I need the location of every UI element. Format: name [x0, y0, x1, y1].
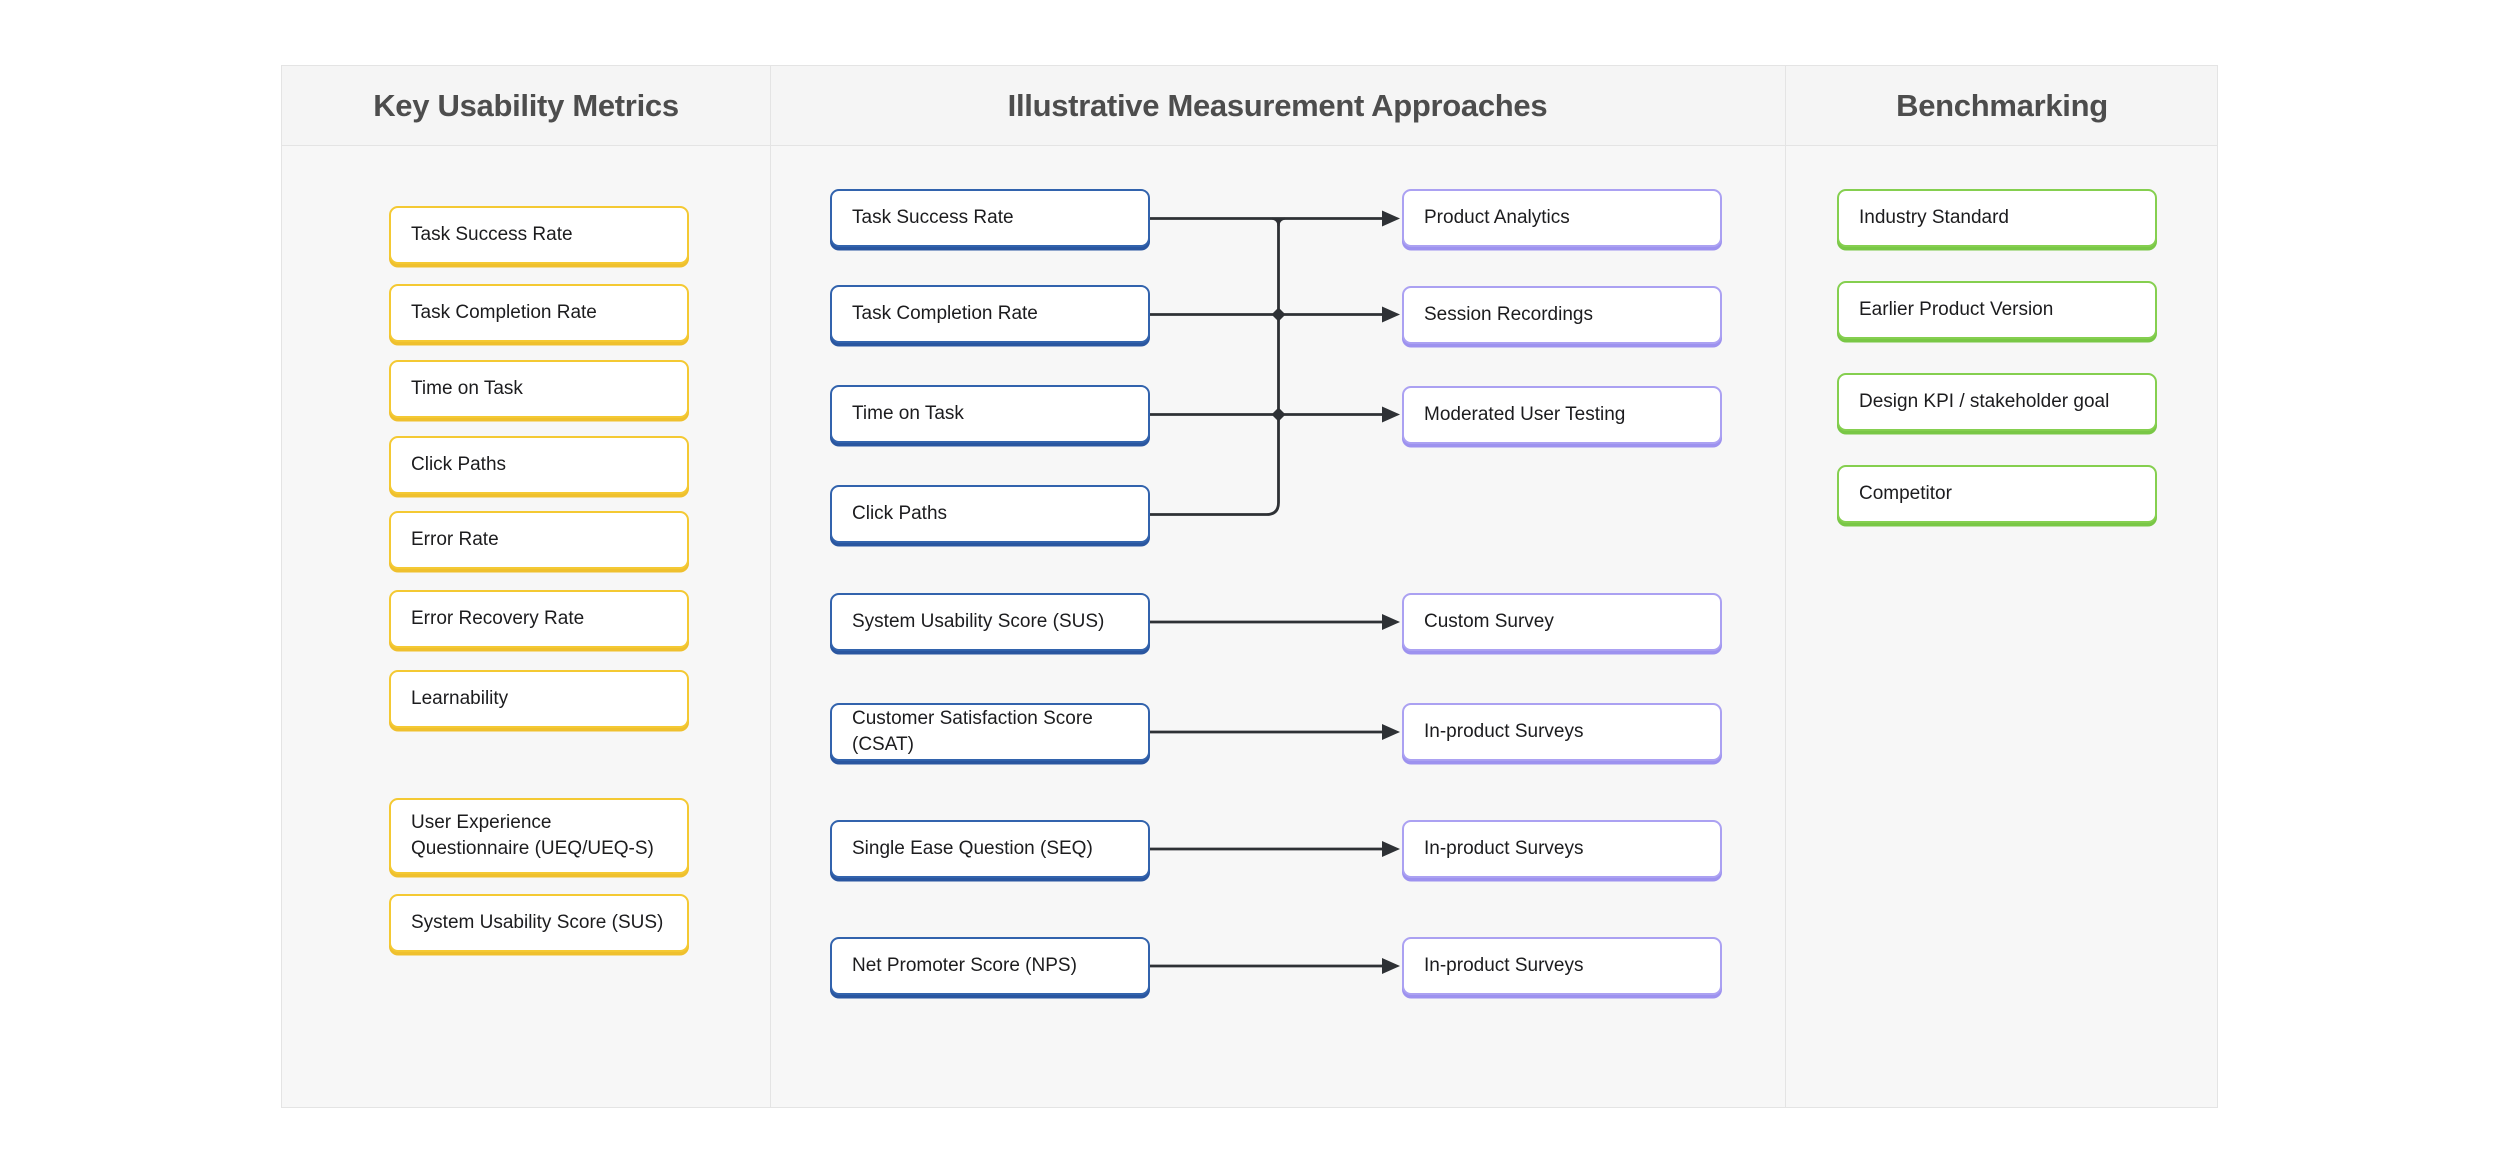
node-metric-sus[interactable]: System Usability Score (SUS)	[389, 894, 689, 952]
node-label: Moderated User Testing	[1424, 404, 1626, 426]
node-metric-click-paths[interactable]: Click Paths	[389, 436, 689, 494]
board-header-band	[282, 66, 2217, 146]
node-label: Time on Task	[411, 378, 523, 400]
node-label: Task Success Rate	[852, 207, 1014, 229]
node-label: In-product Surveys	[1424, 721, 1584, 743]
column-header-metrics: Key Usability Metrics	[282, 66, 770, 145]
node-label: Competitor	[1859, 483, 1952, 505]
node-source-seq[interactable]: Single Ease Question (SEQ)	[830, 820, 1150, 878]
node-metric-ueq[interactable]: User Experience Questionnaire (UEQ/UEQ-S…	[389, 798, 689, 874]
node-benchmark-competitor[interactable]: Competitor	[1837, 465, 2157, 523]
node-label: Click Paths	[852, 503, 948, 525]
node-source-task-completion-rate[interactable]: Task Completion Rate	[830, 285, 1150, 343]
column-divider-2	[1785, 66, 1786, 1107]
node-label: Single Ease Question (SEQ)	[852, 838, 1093, 860]
node-label: Task Completion Rate	[411, 302, 597, 324]
column-divider-1	[770, 66, 771, 1107]
node-label: Click Paths	[411, 454, 507, 476]
node-label: Custom Survey	[1424, 611, 1554, 633]
node-metric-time-on-task[interactable]: Time on Task	[389, 360, 689, 418]
node-method-in-product-surveys-3[interactable]: In-product Surveys	[1402, 937, 1722, 995]
node-method-custom-survey[interactable]: Custom Survey	[1402, 593, 1722, 651]
node-label: In-product Surveys	[1424, 838, 1584, 860]
column-header-approaches: Illustrative Measurement Approaches	[770, 66, 1785, 145]
node-label: System Usability Score (SUS)	[852, 611, 1105, 633]
node-label: Design KPI / stakeholder goal	[1859, 391, 2110, 413]
node-source-sus[interactable]: System Usability Score (SUS)	[830, 593, 1150, 651]
node-method-in-product-surveys-2[interactable]: In-product Surveys	[1402, 820, 1722, 878]
node-metric-task-completion-rate[interactable]: Task Completion Rate	[389, 284, 689, 342]
metrics-title: Key Usability Metrics	[373, 87, 679, 123]
node-source-time-on-task[interactable]: Time on Task	[830, 385, 1150, 443]
node-method-in-product-surveys-1[interactable]: In-product Surveys	[1402, 703, 1722, 761]
node-benchmark-industry-standard[interactable]: Industry Standard	[1837, 189, 2157, 247]
node-metric-task-success-rate[interactable]: Task Success Rate	[389, 206, 689, 264]
node-label: In-product Surveys	[1424, 955, 1584, 977]
node-source-csat[interactable]: Customer Satisfaction Score (CSAT)	[830, 703, 1150, 761]
node-method-moderated-user-testing[interactable]: Moderated User Testing	[1402, 386, 1722, 444]
node-metric-learnability[interactable]: Learnability	[389, 670, 689, 728]
node-label: Task Success Rate	[411, 224, 573, 246]
node-label: System Usability Score (SUS)	[411, 912, 664, 934]
node-label: Earlier Product Version	[1859, 299, 2054, 321]
node-method-session-recordings[interactable]: Session Recordings	[1402, 286, 1722, 344]
column-header-benchmarking: Benchmarking	[1785, 66, 2219, 145]
node-label: Net Promoter Score (NPS)	[852, 955, 1077, 977]
node-metric-error-rate[interactable]: Error Rate	[389, 511, 689, 569]
node-method-product-analytics[interactable]: Product Analytics	[1402, 189, 1722, 247]
node-label: Error Recovery Rate	[411, 608, 585, 630]
node-label: Session Recordings	[1424, 304, 1593, 326]
node-label: Error Rate	[411, 529, 499, 551]
node-source-nps[interactable]: Net Promoter Score (NPS)	[830, 937, 1150, 995]
benchmarking-title: Benchmarking	[1896, 87, 2108, 123]
node-label: Task Completion Rate	[852, 303, 1038, 325]
node-metric-error-recovery-rate[interactable]: Error Recovery Rate	[389, 590, 689, 648]
node-label: Customer Satisfaction Score (CSAT)	[852, 708, 1093, 755]
approaches-title: Illustrative Measurement Approaches	[1007, 87, 1548, 123]
node-source-task-success-rate[interactable]: Task Success Rate	[830, 189, 1150, 247]
node-benchmark-design-kpi[interactable]: Design KPI / stakeholder goal	[1837, 373, 2157, 431]
node-source-click-paths[interactable]: Click Paths	[830, 485, 1150, 543]
node-benchmark-earlier-product-version[interactable]: Earlier Product Version	[1837, 281, 2157, 339]
node-label: Learnability	[411, 688, 509, 710]
node-label: Time on Task	[852, 403, 964, 425]
node-label: Industry Standard	[1859, 207, 2009, 229]
node-label: Product Analytics	[1424, 207, 1570, 229]
node-label: User Experience Questionnaire (UEQ/UEQ-S…	[411, 812, 654, 859]
